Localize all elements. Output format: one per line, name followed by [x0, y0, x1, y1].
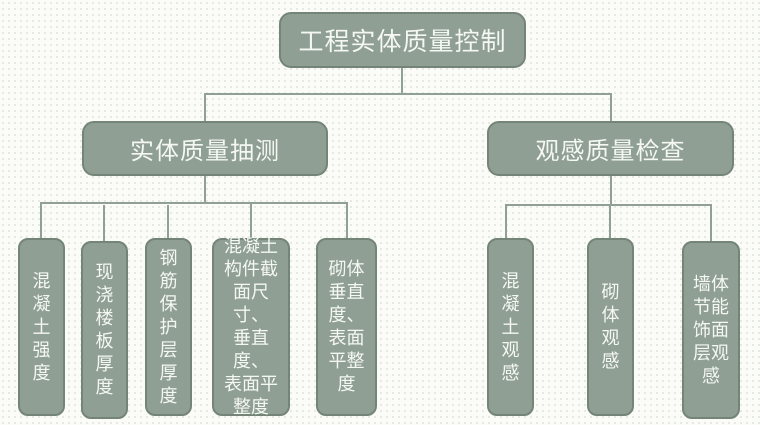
connector-leaf-6 [505, 204, 507, 240]
leaf-label: 混凝土强度 [32, 270, 51, 384]
leaf-label: 墙体 节能 饰面 层观 感 [693, 273, 729, 387]
connector-leaf-8 [710, 204, 712, 242]
connector-leaf-5 [346, 202, 348, 240]
connector-to-branch-left [204, 93, 206, 121]
root-label: 工程实体质量控制 [298, 27, 507, 56]
connector-branch-right-down [610, 175, 612, 205]
leaf-label: 混凝土 构件截 面尺寸、 垂直度、 表面平 整度 [224, 236, 278, 418]
leaf-node-masonry-verticality: 砌体 垂直 度、 表面 平整 度 [316, 238, 377, 416]
leaf-node-rebar-cover: 钢筋保护层厚度 [145, 238, 192, 416]
branch-label: 观感质量检查 [535, 137, 686, 165]
branch-label: 实体质量抽测 [130, 137, 280, 165]
connector-leaf-2 [103, 205, 105, 242]
connector-leaf-3 [167, 205, 169, 240]
connector-leaf-1 [40, 202, 42, 240]
connector-branch-right-horizontal [505, 204, 712, 206]
connector-root-down [401, 67, 403, 94]
branch-node-appearance-check: 观感质量检查 [487, 121, 734, 176]
leaf-node-wall-finish-appearance: 墙体 节能 饰面 层观 感 [682, 241, 740, 419]
leaf-label: 现浇楼板厚度 [95, 262, 114, 398]
leaf-label: 钢筋保护层厚度 [159, 247, 178, 407]
connector-branch-left-down [204, 175, 206, 203]
connector-leaf-7 [609, 204, 611, 240]
leaf-node-masonry-appearance: 砌体观感 [587, 238, 634, 416]
leaf-label: 砌体观感 [601, 282, 620, 372]
leaf-label: 混凝土观感 [501, 270, 520, 384]
leaf-node-concrete-appearance: 混凝土观感 [487, 238, 534, 416]
connector-to-branch-right [610, 93, 612, 121]
connector-branch-left-horizontal [40, 202, 348, 204]
leaf-label: 砌体 垂直 度、 表面 平整 度 [328, 259, 365, 395]
root-node: 工程实体质量控制 [279, 12, 526, 68]
connector-root-horizontal [204, 93, 611, 95]
branch-node-entity-sampling: 实体质量抽测 [82, 121, 328, 176]
connector-leaf-4 [250, 202, 252, 240]
leaf-node-concrete-strength: 混凝土强度 [18, 238, 65, 416]
leaf-node-concrete-dimensions: 混凝土 构件截 面尺寸、 垂直度、 表面平 整度 [212, 236, 290, 418]
leaf-node-slab-thickness: 现浇楼板厚度 [81, 241, 128, 419]
